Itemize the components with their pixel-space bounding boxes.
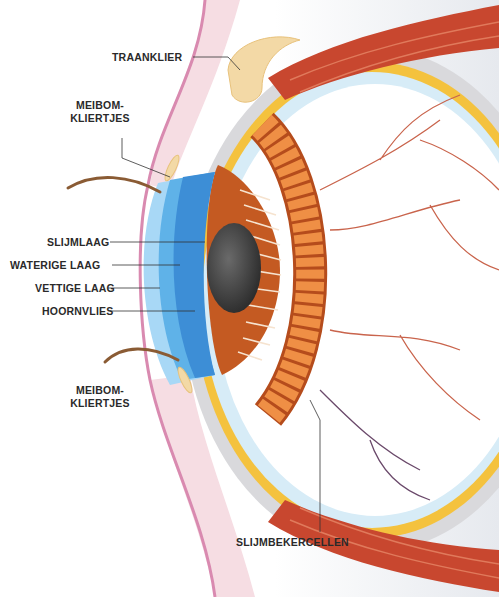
cornea bbox=[144, 172, 215, 385]
part-label: VETTIGE LAAG bbox=[35, 282, 115, 295]
part-label: SLIJMBEKERCELLEN bbox=[236, 536, 376, 549]
part-label: TRAANKLIER bbox=[112, 51, 202, 64]
meibomian-gland bbox=[162, 154, 194, 395]
lacrimal-gland bbox=[228, 37, 300, 102]
part-label: MEIBOM- KLIERTJES bbox=[70, 99, 130, 125]
part-label: WATERIGE LAAG bbox=[10, 259, 120, 272]
leader-line bbox=[108, 57, 320, 532]
eyeball bbox=[182, 48, 499, 552]
iris bbox=[207, 165, 281, 375]
part-label: SLIJMLAAG bbox=[47, 236, 127, 249]
part-label: HOORNVLIES bbox=[42, 305, 122, 318]
part-label: MEIBOM- KLIERTJES bbox=[70, 384, 130, 410]
pupil bbox=[207, 223, 261, 313]
